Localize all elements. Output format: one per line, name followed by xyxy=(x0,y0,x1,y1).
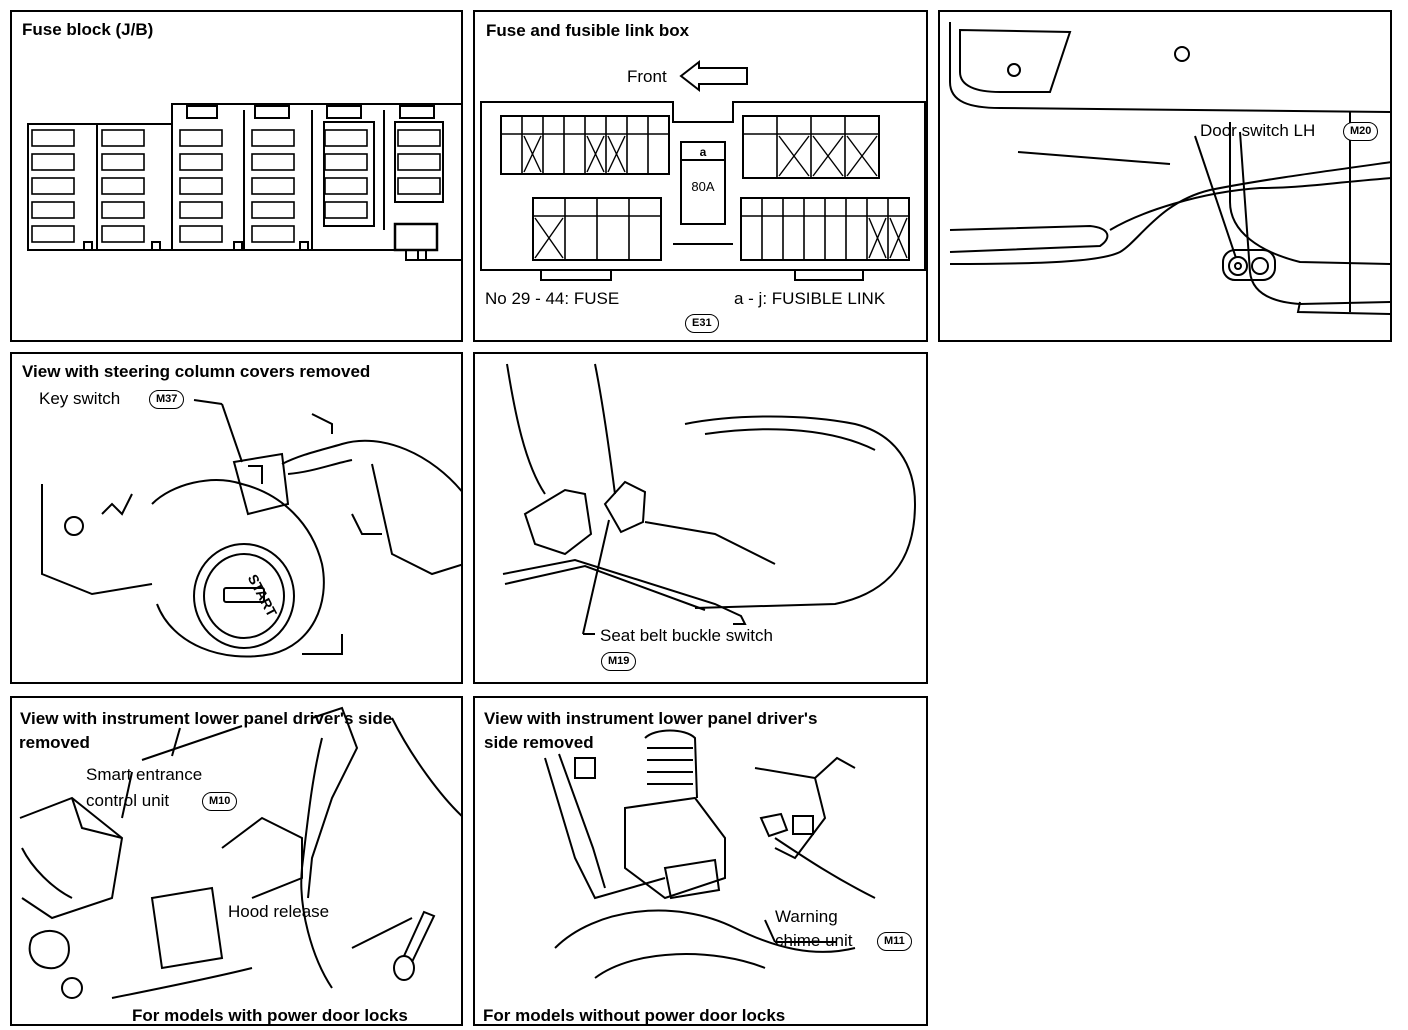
connector-e31-badge: E31 xyxy=(685,314,719,333)
link-outlines xyxy=(532,197,662,261)
key-switch-panel: View with steering column covers removed… xyxy=(10,352,463,684)
fuse-14 xyxy=(180,202,222,218)
connector-m37-badge: M37 xyxy=(149,390,185,409)
fuse-8 xyxy=(102,178,144,194)
seat-belt-label: Seat belt buckle switch xyxy=(600,626,773,645)
fuse-label-44 xyxy=(888,200,909,218)
door-switch-panel: Door switch LH M20 xyxy=(938,10,1392,342)
link-a-rating: 80A xyxy=(691,179,715,194)
fuse-25 xyxy=(398,130,440,146)
fuse-block-panel: Fuse block (J/B) xyxy=(10,10,463,342)
fuse-16 xyxy=(252,130,294,146)
fuse-13 xyxy=(180,178,222,194)
fuse-3 xyxy=(32,178,74,194)
fuse-10 xyxy=(102,226,144,242)
connector-m20-badge: M20 xyxy=(1343,122,1379,141)
smart-entrance-illustration xyxy=(19,706,461,999)
warning-chime-title-line1: View with instrument lower panel driver'… xyxy=(484,709,818,728)
warning-chime-title-line2: side removed xyxy=(484,733,594,752)
link-legend: a - j: FUSIBLE LINK xyxy=(734,289,886,308)
seat-belt-panel: Seat belt buckle switch M19 xyxy=(473,352,928,684)
fuse-19 xyxy=(252,202,294,218)
key-switch-title: View with steering column covers removed xyxy=(22,362,371,381)
fuse-rating-37 xyxy=(741,216,762,260)
fuse-block-fuse-outlines xyxy=(31,129,441,243)
warning-chime-panel: View with instrument lower panel driver'… xyxy=(473,696,928,1026)
fuse-rating-41 xyxy=(825,216,846,260)
fuse-block-title: Fuse block (J/B) xyxy=(22,20,154,39)
fuse-20 xyxy=(252,226,294,242)
front-arrow-icon xyxy=(679,59,748,93)
smart-entrance-label-line1: Smart entrance xyxy=(86,765,203,784)
fuse-26 xyxy=(398,154,440,170)
fuse-outlines xyxy=(740,197,910,261)
fuse-rating-40 xyxy=(804,216,825,260)
fuse-17 xyxy=(252,154,294,170)
fuse-box-diagram xyxy=(480,59,926,281)
smart-entrance-panel: View with instrument lower panel driver'… xyxy=(10,696,463,1026)
fuse-28 xyxy=(395,228,437,246)
fuse-1 xyxy=(32,130,74,146)
fuse-9 xyxy=(102,202,144,218)
fuse-legend: No 29 - 44: FUSE xyxy=(485,289,620,308)
fuse-4 xyxy=(32,202,74,218)
fuse-outlines xyxy=(500,115,670,175)
smart-entrance-title-line1: View with instrument lower panel driver'… xyxy=(20,709,393,728)
fuse-27 xyxy=(398,178,440,194)
fuse-6 xyxy=(102,130,144,146)
fuse-label-43 xyxy=(867,200,888,218)
seat-belt-illustration xyxy=(502,363,917,635)
key-switch-illustration xyxy=(41,399,461,658)
connector-m11-badge: M11 xyxy=(877,932,912,951)
link-a-letter: a xyxy=(699,145,707,159)
smart-entrance-label-line2: control unit xyxy=(86,791,170,810)
front-label: Front xyxy=(627,67,667,86)
fuse-rating-39 xyxy=(783,216,804,260)
key-switch-label: Key switch xyxy=(39,389,121,408)
fuse-5 xyxy=(32,226,74,242)
fuse-22 xyxy=(325,154,367,170)
hood-release-label: Hood release xyxy=(228,902,330,921)
connector-m19-badge: M19 xyxy=(601,652,637,671)
warning-chime-illustration xyxy=(544,729,876,979)
smart-entrance-footer: For models with power door locks xyxy=(132,1006,408,1025)
warning-chime-label-line1: Warning xyxy=(775,907,838,926)
fuse-18 xyxy=(252,178,294,194)
warning-chime-footer: For models without power door locks xyxy=(483,1006,786,1025)
door-switch-illustration xyxy=(949,22,1390,315)
fuse-7 xyxy=(102,154,144,170)
fuse-rating-38 xyxy=(762,216,783,260)
fuse-box-panel: Fuse and fusible link box Front a 80A No… xyxy=(473,10,928,342)
link-outlines xyxy=(742,115,880,179)
fuse-15 xyxy=(180,226,222,242)
fuse-rating-42 xyxy=(846,216,867,260)
fuse-block-diagram xyxy=(27,103,461,261)
fuse-12 xyxy=(180,154,222,170)
fuse-24 xyxy=(325,202,367,218)
fuse-21 xyxy=(325,130,367,146)
smart-entrance-title-line2: removed xyxy=(19,733,90,752)
door-switch-label: Door switch LH xyxy=(1200,121,1316,140)
fuse-11 xyxy=(180,130,222,146)
connector-m10-badge: M10 xyxy=(202,792,238,811)
fuse-box-title: Fuse and fusible link box xyxy=(486,21,690,40)
fuse-23 xyxy=(325,178,367,194)
fuse-2 xyxy=(32,154,74,170)
warning-chime-label-line2: chime unit xyxy=(775,931,853,950)
